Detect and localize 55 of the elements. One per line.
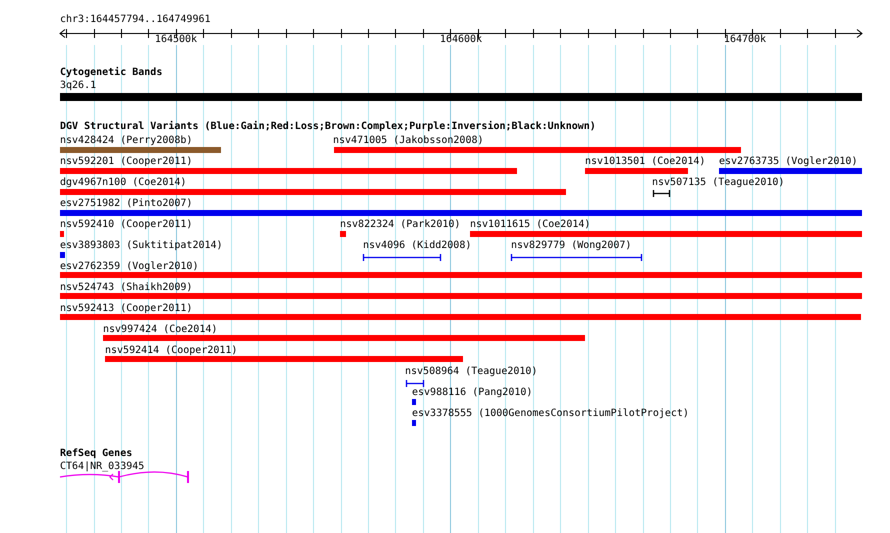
variant-bar (60, 231, 64, 237)
interval-marker (511, 254, 642, 261)
variant-label: nsv507135 (Teague2010) (652, 177, 784, 188)
interval-marker (653, 190, 670, 197)
variant-label: dgv4967n100 (Coe2014) (60, 177, 186, 188)
gene-drawing (60, 471, 189, 483)
variant-label: esv2763735 (Vogler2010) (719, 156, 858, 167)
variant-label: nsv508964 (Teague2010) (405, 366, 538, 377)
variant-label: esv988116 (Pang2010) (412, 387, 532, 398)
variant-label: nsv4096 (Kidd2008) (363, 240, 472, 251)
variant-label: nsv1013501 (Coe2014) (585, 156, 706, 167)
variant-bar (585, 168, 688, 174)
variant-bar (60, 210, 862, 216)
variant-label: nsv997424 (Coe2014) (103, 324, 218, 335)
variant-label: nsv829779 (Wong2007) (511, 240, 632, 251)
variant-bar (60, 252, 65, 258)
interval-marker (406, 380, 424, 387)
variant-bar (340, 231, 346, 237)
tick-label: 164600k (440, 34, 482, 45)
band-label: 3q26.1 (60, 80, 96, 91)
variant-label: esv2762359 (Vogler2010) (60, 261, 198, 272)
variant-bar (103, 335, 585, 341)
track-title: Cytogenetic Bands (60, 67, 162, 78)
tick-label: 164700k (724, 34, 766, 45)
variant-bar (412, 399, 416, 405)
variant-label: nsv592410 (Cooper2011) (60, 219, 192, 230)
track-title: RefSeq Genes (60, 448, 132, 459)
variant-label: esv3893803 (Suktitipat2014) (60, 240, 223, 251)
variant-label: nsv428424 (Perry2008b) (60, 135, 192, 146)
variant-label: nsv471005 (Jakobsson2008) (333, 135, 484, 146)
variant-label: nsv592201 (Cooper2011) (60, 156, 192, 167)
variant-label: nsv592413 (Cooper2011) (60, 303, 192, 314)
variant-bar (60, 168, 517, 174)
variant-bar (60, 189, 566, 195)
region-label: chr3:164457794..164749961 (60, 14, 211, 25)
tick-label: 164500k (154, 34, 198, 45)
variant-bar (412, 420, 416, 426)
interval-marker (363, 254, 441, 261)
variant-bar (105, 356, 463, 362)
cytoband-bar (60, 93, 862, 101)
variant-bar (470, 231, 862, 237)
variant-label: esv3378555 (1000GenomesConsortiumPilotProject) (412, 408, 689, 419)
gene-label: CT64|NR_033945 (60, 461, 144, 472)
variant-bar (719, 168, 862, 174)
variant-bar (60, 293, 862, 299)
variant-bar (60, 147, 221, 153)
variant-bar (334, 147, 741, 153)
variant-label: esv2751982 (Pinto2007) (60, 198, 192, 209)
variant-label: nsv524743 (Shaikh2009) (60, 282, 192, 293)
track-title: DGV Structural Variants (Blue:Gain;Red:Loss;Brown:Complex;Purple:Inversion;Black:Unknown) (60, 121, 596, 132)
variant-label: nsv822324 (Park2010) (340, 219, 460, 230)
variant-bar (60, 272, 862, 278)
variant-label: nsv592414 (Cooper2011) (105, 345, 238, 356)
variant-bar (60, 314, 861, 320)
variant-label: nsv1011615 (Coe2014) (470, 219, 590, 230)
